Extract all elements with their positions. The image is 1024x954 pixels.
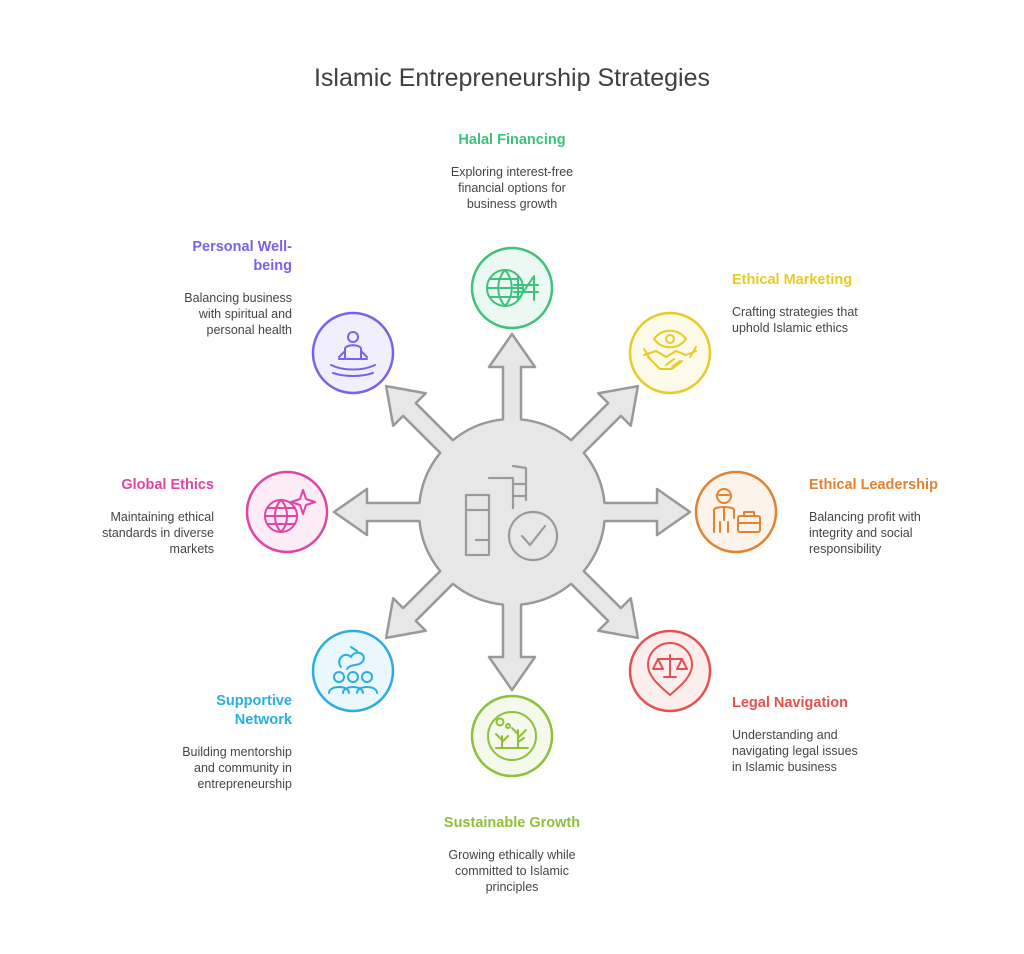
label-title: Global Ethics [121,477,214,493]
title-line: Personal Well- [192,239,292,255]
label-legal-navigation: Legal Navigation Understanding and navig… [732,694,952,775]
desc-line: markets [169,542,214,556]
desc-line: principles [485,880,539,894]
label-ethical-marketing: Ethical Marketing Crafting strategies th… [732,271,952,336]
label-halal-financing: Halal Financing Exploring interest-free … [412,131,612,212]
center-hub [332,332,692,692]
desc-line: with spiritual and [198,307,292,321]
title-line: being [253,258,292,274]
label-personal-wellbeing: Personal Well- being Balancing business … [92,238,292,338]
building-checkmark-icon [464,464,559,562]
desc-line: responsibility [809,542,882,556]
desc-line: personal health [206,323,292,337]
desc-line: and community in [194,761,292,775]
label-title: Ethical Leadership [809,477,938,493]
desc-line: Building mentorship [182,745,292,759]
desc-line: Crafting strategies that [732,305,858,319]
label-description: Balancing profit with integrity and soci… [809,509,1009,557]
node-ethical-marketing [628,311,712,395]
globe-sparkle-icon [264,489,316,533]
node-sustainable-growth [470,694,554,778]
eye-handshake-icon [643,329,697,370]
desc-line: uphold Islamic ethics [732,321,849,335]
scales-pin-icon [647,642,693,696]
label-title: Ethical Marketing [732,272,853,288]
title-line: Network [234,712,292,728]
node-supportive-network [311,629,395,713]
label-description: Exploring interest-free financial option… [412,164,612,212]
label-supportive-network: Supportive Network Building mentorship a… [92,692,292,792]
community-network-icon [328,646,378,694]
desc-line: business growth [466,197,558,211]
label-description: Crafting strategies that uphold Islamic … [732,304,952,336]
label-ethical-leadership: Ethical Leadership Balancing profit with… [809,476,1009,557]
label-title: Sustainable Growth [443,815,581,831]
label-description: Balancing business with spiritual and pe… [92,290,292,338]
node-circle [694,470,778,554]
label-global-ethics: Global Ethics Maintaining ethical standa… [14,476,214,557]
desc-line: entrepreneurship [197,777,292,791]
node-global-ethics [245,470,329,554]
label-sustainable-growth: Sustainable Growth Growing ethically whi… [412,814,612,895]
desc-line: in Islamic business [732,760,837,774]
desc-line: integrity and social [809,526,913,540]
label-title: Halal Financing [458,132,566,148]
label-description: Growing ethically while committed to Isl… [412,847,612,895]
label-description: Building mentorship and community in ent… [92,744,292,792]
desc-line: Understanding and [732,728,838,742]
desc-line: Exploring interest-free [450,165,574,179]
node-circle [470,694,554,778]
node-halal-financing [470,246,554,330]
leader-briefcase-icon [713,488,761,533]
desc-line: standards in diverse [102,526,214,540]
node-circle [628,311,712,395]
node-ethical-leadership [694,470,778,554]
desc-line: committed to Islamic [455,864,569,878]
page-title: Islamic Entrepreneurship Strategies [313,64,711,92]
node-personal-wellbeing [311,311,395,395]
label-description: Understanding and navigating legal issue… [732,727,952,775]
desc-line: Balancing profit with [809,510,921,524]
desc-line: financial options for [458,181,566,195]
desc-line: Balancing business [184,291,292,305]
desc-line: Maintaining ethical [110,510,214,524]
meditation-person-icon [330,331,376,377]
node-circle [311,311,395,395]
title-line: Supportive [216,693,292,709]
label-title: Legal Navigation [732,695,849,711]
node-legal-navigation [628,629,712,713]
label-title: Supportive Network [92,692,292,730]
desc-line: Growing ethically while [448,848,576,862]
growing-plants-icon [487,711,537,761]
desc-line: navigating legal issues [732,744,858,758]
label-description: Maintaining ethical standards in diverse… [14,509,214,557]
globe-naira-icon [486,269,539,307]
label-title: Personal Well- being [92,238,292,276]
